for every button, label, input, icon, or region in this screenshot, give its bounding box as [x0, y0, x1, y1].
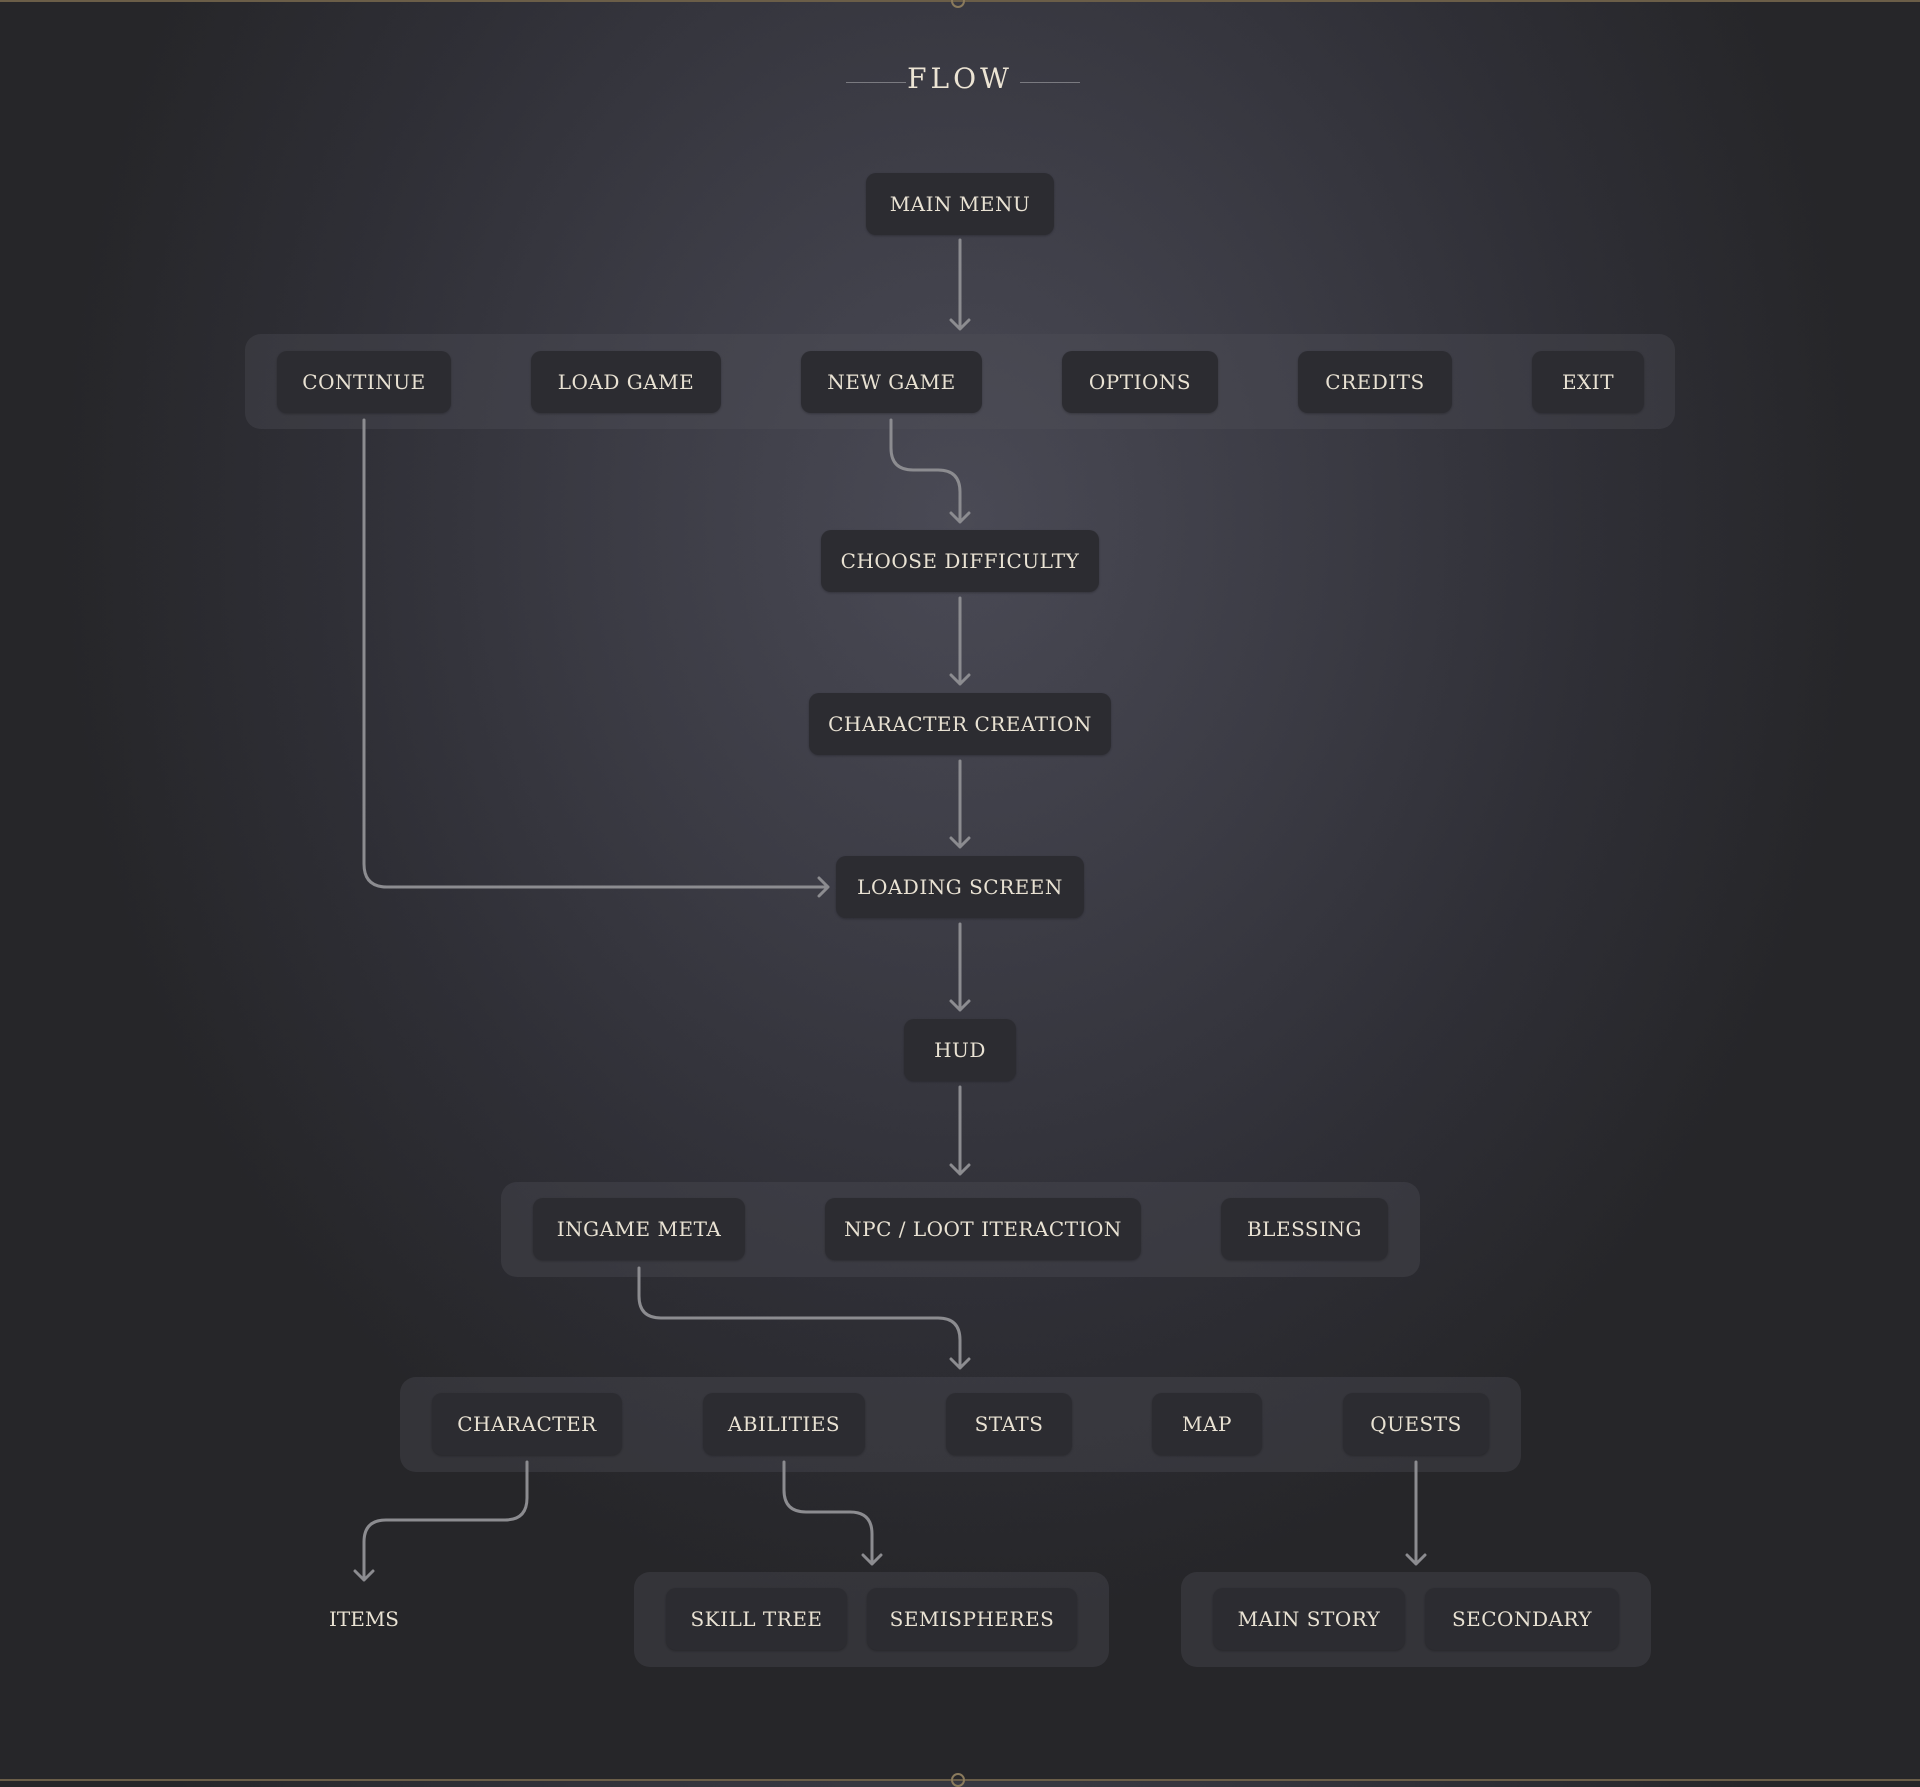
- exit-node[interactable]: EXIT: [1532, 351, 1644, 413]
- connector-newgame-difficulty: [889, 418, 971, 524]
- load-game-node[interactable]: LOAD GAME: [531, 351, 721, 413]
- load-game-label: LOAD GAME: [557, 370, 695, 394]
- skill-tree-label: SKILL TREE: [690, 1607, 823, 1631]
- options-label: OPTIONS: [1088, 370, 1192, 394]
- blessing-node[interactable]: BLESSING: [1221, 1198, 1388, 1260]
- loading-screen-node[interactable]: LOADING SCREEN: [836, 856, 1084, 918]
- connector-abilities-sub: [782, 1460, 883, 1566]
- main-story-label: MAIN STORY: [1237, 1607, 1381, 1631]
- abilities-label: ABILITIES: [727, 1412, 841, 1436]
- character-creation-node[interactable]: CHARACTER CREATION: [809, 693, 1111, 755]
- connector-character-items: [353, 1460, 529, 1582]
- items-label[interactable]: ITEMS: [328, 1607, 400, 1631]
- secondary-label: SECONDARY: [1451, 1607, 1593, 1631]
- continue-node[interactable]: CONTINUE: [277, 351, 451, 413]
- ingame-meta-label: INGAME META: [556, 1217, 722, 1241]
- map-node[interactable]: MAP: [1152, 1393, 1262, 1455]
- diagram-title: FLOW: [907, 62, 1013, 95]
- loading-screen-label: LOADING SCREEN: [857, 875, 1063, 899]
- npc-loot-interaction-label: NPC / LOOT ITERACTION: [844, 1217, 1122, 1241]
- main-menu-label: MAIN MENU: [889, 192, 1031, 216]
- connector-mainmenu-options: [949, 238, 971, 331]
- frame-top-ornament-icon: [951, 0, 965, 8]
- quests-node[interactable]: QUESTS: [1343, 1393, 1489, 1455]
- title-wrap: FLOW: [0, 62, 1920, 95]
- stats-label: STATS: [974, 1412, 1044, 1436]
- connector-creation-loading: [949, 759, 971, 849]
- quests-label: QUESTS: [1370, 1412, 1462, 1436]
- new-game-node[interactable]: NEW GAME: [801, 351, 982, 413]
- connector-difficulty-creation: [949, 596, 971, 686]
- map-label: MAP: [1182, 1412, 1232, 1436]
- hud-node[interactable]: HUD: [904, 1019, 1016, 1081]
- blessing-label: BLESSING: [1246, 1217, 1362, 1241]
- choose-difficulty-label: CHOOSE DIFFICULTY: [840, 549, 1080, 573]
- skill-tree-node[interactable]: SKILL TREE: [666, 1588, 847, 1650]
- character-creation-label: CHARACTER CREATION: [828, 712, 1092, 736]
- connector-quests-sub: [1405, 1460, 1427, 1566]
- new-game-label: NEW GAME: [827, 370, 956, 394]
- semispheres-label: SEMISPHERES: [889, 1607, 1055, 1631]
- stats-node[interactable]: STATS: [946, 1393, 1072, 1455]
- connector-loading-hud: [949, 922, 971, 1012]
- title-rule-right: [1020, 82, 1080, 83]
- main-story-node[interactable]: MAIN STORY: [1213, 1588, 1405, 1650]
- choose-difficulty-node[interactable]: CHOOSE DIFFICULTY: [821, 530, 1099, 592]
- credits-node[interactable]: CREDITS: [1298, 351, 1452, 413]
- npc-loot-interaction-node[interactable]: NPC / LOOT ITERACTION: [825, 1198, 1141, 1260]
- connector-continue-loading: [362, 418, 830, 898]
- abilities-node[interactable]: ABILITIES: [703, 1393, 865, 1455]
- exit-label: EXIT: [1561, 370, 1615, 394]
- ingame-meta-node[interactable]: INGAME META: [533, 1198, 745, 1260]
- credits-label: CREDITS: [1325, 370, 1425, 394]
- hud-label: HUD: [934, 1038, 986, 1062]
- options-node[interactable]: OPTIONS: [1062, 351, 1218, 413]
- secondary-node[interactable]: SECONDARY: [1425, 1588, 1619, 1650]
- semispheres-node[interactable]: SEMISPHERES: [867, 1588, 1077, 1650]
- continue-label: CONTINUE: [302, 370, 426, 394]
- main-menu-node[interactable]: MAIN MENU: [866, 173, 1054, 235]
- title-rule-left: [846, 82, 906, 83]
- connector-hud-ingame: [949, 1085, 971, 1176]
- connector-meta-menu: [637, 1266, 971, 1370]
- character-label: CHARACTER: [457, 1412, 597, 1436]
- character-node[interactable]: CHARACTER: [432, 1393, 622, 1455]
